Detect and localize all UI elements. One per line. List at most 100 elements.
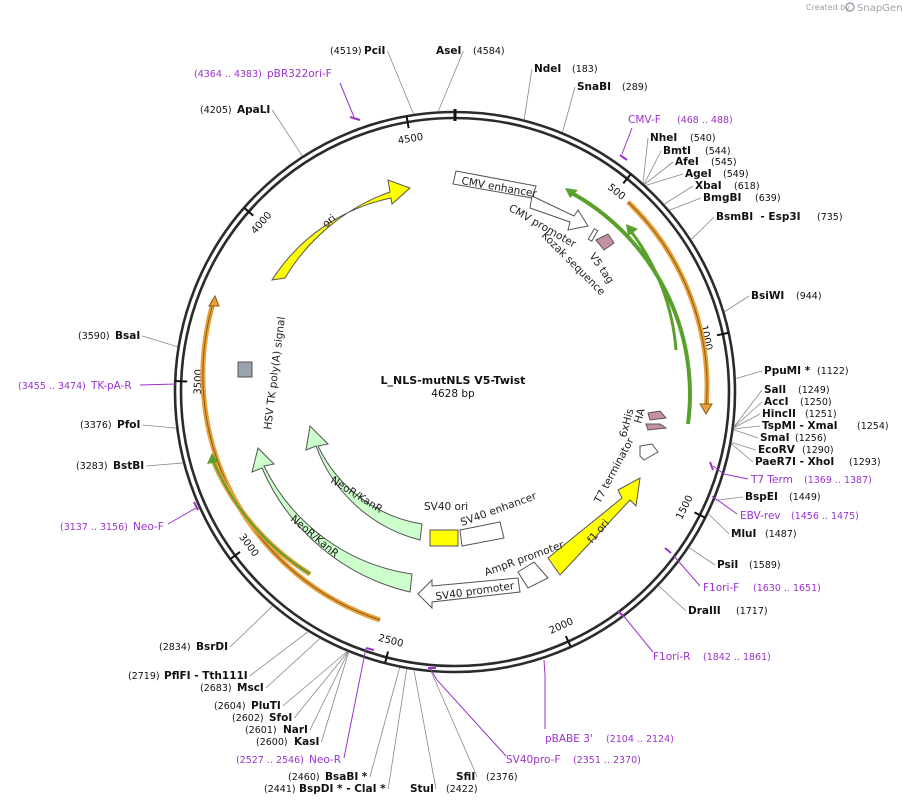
- tick-label-500: 500: [605, 182, 627, 203]
- site-name: AgeI: [685, 168, 712, 180]
- site-leader-line: [663, 185, 694, 205]
- site-draiii[interactable]: DraIII (1717): [688, 605, 768, 617]
- site-name: MluI: [731, 528, 756, 540]
- site-nhei[interactable]: NheI (540): [650, 132, 716, 144]
- site-bstbi[interactable]: (3283) BstBI: [76, 460, 144, 472]
- site-stui[interactable]: StuI (2422): [410, 783, 478, 795]
- primer-tk-pa-r[interactable]: (3455 .. 3474) TK-pA-R: [18, 380, 177, 392]
- primer-neo-f[interactable]: (3137 .. 3156) Neo-F: [60, 501, 199, 533]
- site-name: EcoRV: [758, 444, 796, 456]
- site-ndei[interactable]: NdeI (183): [534, 63, 598, 75]
- site-pos: (1249): [798, 385, 830, 396]
- site-pluti[interactable]: (2604) PluTI: [214, 700, 281, 712]
- site-agei[interactable]: AgeI (549): [685, 168, 749, 180]
- site-asei[interactable]: AseI (4584): [436, 45, 505, 57]
- site-sali[interactable]: SalI (1249): [764, 384, 830, 396]
- site-paer7i-xhoi[interactable]: PaeR7I - XhoI (1293): [755, 456, 881, 468]
- site-kasi[interactable]: (2600) KasI: [256, 736, 319, 748]
- site-pflfi-tth111i[interactable]: (2719) PflFI - Tth111I: [128, 670, 248, 682]
- site-pos: (1290): [802, 445, 834, 456]
- site-mlui[interactable]: MluI (1487): [731, 528, 797, 540]
- site-name: PflFI - Tth111I: [164, 670, 248, 682]
- site-leader-line: [669, 197, 702, 211]
- site-apali[interactable]: (4205) ApaLI: [200, 104, 270, 116]
- site-bspei[interactable]: BspEI (1449): [745, 491, 821, 503]
- site-pos: (540): [690, 133, 716, 144]
- site-leader-line: [146, 462, 184, 467]
- primer-pos: (3455 .. 3474): [18, 381, 86, 392]
- site-pos: (735): [817, 212, 843, 223]
- site-pos: (2376): [486, 772, 518, 783]
- primer-f1ori-r[interactable]: F1ori-R (1842 .. 1861): [617, 610, 771, 663]
- site-leader-line: [642, 137, 649, 184]
- site-sfoi[interactable]: (2602) SfoI: [232, 712, 292, 724]
- primer-leader: [543, 659, 546, 729]
- site-leader-line: [733, 425, 761, 430]
- primer-sv40pro-f[interactable]: SV40pro-F (2351 .. 2370): [428, 667, 641, 766]
- site-pos: (2719): [128, 671, 160, 682]
- site-name: SalI: [764, 384, 786, 396]
- primer-pos: (2351 .. 2370): [573, 755, 641, 766]
- site-name: SnaBI: [577, 81, 611, 93]
- site-name: BstBI: [113, 460, 144, 472]
- primer-pbabe-3[interactable]: pBABE 3' (2104 .. 2124): [543, 659, 674, 745]
- site-bsai[interactable]: (3590) BsaI: [78, 330, 140, 342]
- site-sfii[interactable]: SfiI (2376): [456, 771, 518, 783]
- site-name: BmtI: [663, 145, 691, 157]
- primer-neo-r[interactable]: (2527 .. 2546) Neo-R: [236, 647, 375, 766]
- primer-f1ori-f[interactable]: F1ori-F (1630 .. 1651): [664, 547, 821, 594]
- site-leader-line: [735, 370, 763, 380]
- site-bsmbi-esp3i[interactable]: BsmBI - Esp3I (735): [716, 211, 843, 223]
- feature-neo-kanr-outer: [251, 447, 413, 593]
- site-pos: (549): [723, 169, 749, 180]
- primer-cmv-f[interactable]: CMV-F (468 .. 488): [619, 114, 733, 161]
- primer-ebv-rev[interactable]: EBV-rev (1456 .. 1475): [711, 495, 859, 522]
- site-afei[interactable]: AfeI (545): [675, 156, 737, 168]
- site-pos: (2604): [214, 701, 246, 712]
- site-name: PluTI: [251, 700, 281, 712]
- primer-leader: [339, 82, 355, 118]
- feature-ha: [645, 423, 668, 431]
- primer-t7-term[interactable]: T7 Term (1369 .. 1387): [709, 461, 872, 486]
- site-snabi[interactable]: SnaBI (289): [577, 81, 648, 93]
- primer-marker: [365, 647, 375, 651]
- site-psii[interactable]: PsiI (1589): [717, 559, 781, 571]
- site-name: StuI: [410, 783, 434, 795]
- site-hincii[interactable]: HincII (1251): [762, 408, 837, 420]
- primer-pbr322ori-f[interactable]: (4364 .. 4383) pBR322ori-F: [194, 68, 361, 121]
- site-nari[interactable]: (2601) NarI: [245, 724, 308, 736]
- site-bsrdi[interactable]: (2834) BsrDI: [159, 641, 228, 653]
- site-pos: (2602): [232, 713, 264, 724]
- site-ecorv[interactable]: EcoRV (1290): [758, 444, 834, 456]
- site-acci[interactable]: AccI (1250): [764, 396, 832, 408]
- site-xbai[interactable]: XbaI (618): [695, 180, 760, 192]
- site-bmgbi[interactable]: BmgBI (639): [703, 192, 781, 204]
- site-ppumi[interactable]: PpuMI * (1122): [764, 365, 849, 377]
- primer-marker: [664, 547, 672, 554]
- primer-name: F1ori-R: [653, 651, 690, 663]
- site-bsabi[interactable]: (2460) BsaBI *: [288, 771, 368, 783]
- site-leader-line: [733, 413, 761, 429]
- site-bsiwi[interactable]: BsiWI (944): [751, 290, 822, 302]
- site-pos: (618): [734, 181, 760, 192]
- site-smai[interactable]: SmaI (1256): [760, 432, 827, 444]
- site-msci[interactable]: (2683) MscI: [200, 682, 264, 694]
- site-bmti[interactable]: BmtI (544): [663, 145, 731, 157]
- primer-marker: [193, 501, 199, 511]
- primer-marker: [619, 154, 628, 161]
- tick-mark-3000: [229, 551, 241, 560]
- site-leader-line: [730, 443, 754, 463]
- site-name: ApaLI: [237, 104, 270, 116]
- primer-leader: [167, 507, 197, 525]
- site-pos: (1250): [800, 397, 832, 408]
- site-pfoi[interactable]: (3376) PfoI: [80, 419, 140, 431]
- site-tspmi-xmai[interactable]: TspMI - XmaI (1254): [762, 420, 889, 432]
- credit-prefix: Created by: [806, 3, 850, 12]
- primer-name: TK-pA-R: [90, 380, 132, 392]
- site-pos: (545): [711, 157, 737, 168]
- orf-arrowhead-right-green-2: [626, 224, 638, 236]
- site-pos: (289): [622, 82, 648, 93]
- site-pcii[interactable]: (4519) PciI: [330, 45, 385, 57]
- site-name: SmaI: [760, 432, 790, 444]
- site-bspdi-clai[interactable]: (2441) BspDI * - ClaI *: [264, 783, 386, 795]
